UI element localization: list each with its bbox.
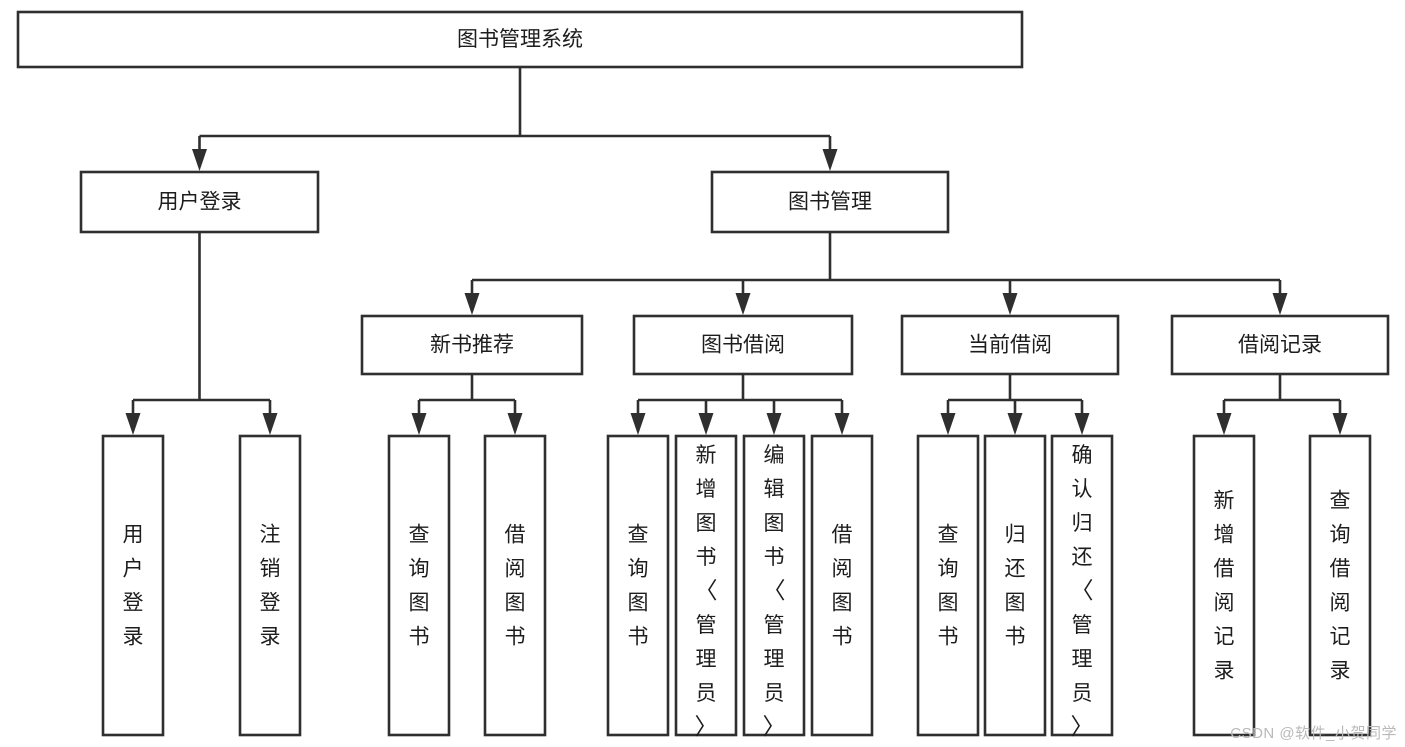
- node-borrow-book-2[interactable]: 借阅图书: [810, 434, 874, 737]
- node-box[interactable]: [387, 434, 451, 737]
- node-user-login-leaf[interactable]: 用户登录: [101, 434, 165, 737]
- node-box[interactable]: [742, 434, 806, 737]
- arrow-head-icon: [1074, 413, 1090, 435]
- node-label: 查询图书: [628, 524, 649, 649]
- node-box[interactable]: [1050, 434, 1114, 737]
- node-label: 图书管理: [788, 191, 872, 214]
- node-current-borrow[interactable]: 当前借阅: [900, 314, 1120, 376]
- node-box[interactable]: [360, 314, 584, 376]
- arrow-head-icon: [698, 413, 714, 435]
- node-root[interactable]: 图书管理系统: [16, 10, 1024, 69]
- node-box[interactable]: [1308, 434, 1372, 737]
- node-confirm-return-admin[interactable]: 确认归还〈管理员〉: [1050, 434, 1114, 739]
- node-query-book-2[interactable]: 查询图书: [606, 434, 670, 737]
- node-label: 借阅记录: [1238, 334, 1322, 357]
- arrow-head-icon: [1002, 293, 1018, 315]
- node-label: 图书管理系统: [457, 28, 583, 51]
- node-label: 用户登录: [158, 191, 242, 214]
- arrow-head-icon: [1272, 293, 1288, 315]
- node-box[interactable]: [674, 434, 738, 737]
- node-label: 新增图书〈管理员〉: [695, 444, 718, 739]
- node-query-book-1[interactable]: 查询图书: [387, 434, 451, 737]
- node-label: 借阅图书: [505, 524, 526, 649]
- node-box[interactable]: [79, 170, 320, 234]
- node-label: 借阅图书: [832, 524, 853, 649]
- arrow-head-icon: [192, 149, 207, 171]
- arrow-head-icon: [1216, 413, 1232, 435]
- node-box[interactable]: [483, 434, 547, 737]
- node-box[interactable]: [16, 10, 1024, 69]
- node-borrow-record[interactable]: 借阅记录: [1170, 314, 1390, 376]
- node-label: 图书借阅: [701, 334, 785, 357]
- node-box[interactable]: [710, 170, 950, 234]
- node-box[interactable]: [606, 434, 670, 737]
- node-book-manage[interactable]: 图书管理: [710, 170, 950, 234]
- arrow-head-icon: [125, 413, 141, 435]
- node-label: 当前借阅: [968, 334, 1052, 357]
- node-add-book-admin[interactable]: 新增图书〈管理员〉: [674, 434, 738, 739]
- connector-layer: [125, 67, 1348, 435]
- node-label: 查询图书: [409, 524, 430, 649]
- node-box[interactable]: [1192, 434, 1256, 737]
- node-label: 注销登录: [260, 524, 281, 649]
- node-label: 查询图书: [938, 524, 959, 649]
- arrow-head-icon: [262, 413, 278, 435]
- arrow-head-icon: [464, 293, 480, 315]
- arrow-head-icon: [411, 413, 427, 435]
- node-user-login[interactable]: 用户登录: [79, 170, 320, 234]
- node-label: 新增借阅记录: [1214, 490, 1235, 683]
- arrow-head-icon: [1332, 413, 1348, 435]
- node-box[interactable]: [632, 314, 854, 376]
- node-edit-book-admin[interactable]: 编辑图书〈管理员〉: [742, 434, 806, 739]
- node-box[interactable]: [101, 434, 165, 737]
- arrow-head-icon: [834, 413, 850, 435]
- node-label: 确认归还〈管理员〉: [1071, 444, 1094, 739]
- node-return-book[interactable]: 归还图书: [983, 434, 1047, 737]
- node-label: 归还图书: [1005, 524, 1026, 649]
- node-query-borrow-record[interactable]: 查询借阅记录: [1308, 434, 1372, 737]
- node-box[interactable]: [1170, 314, 1390, 376]
- arrow-head-icon: [940, 413, 956, 435]
- arrow-head-icon: [735, 293, 751, 315]
- arrow-head-icon: [1007, 413, 1023, 435]
- node-label: 新书推荐: [430, 334, 514, 357]
- node-box[interactable]: [900, 314, 1120, 376]
- node-book-borrow[interactable]: 图书借阅: [632, 314, 854, 376]
- arrow-head-icon: [630, 413, 646, 435]
- arrow-head-icon: [822, 149, 838, 171]
- node-layer: 图书管理系统用户登录图书管理新书推荐图书借阅当前借阅借阅记录用户登录注销登录查询…: [16, 10, 1390, 739]
- node-label: 用户登录: [123, 524, 144, 649]
- node-box[interactable]: [810, 434, 874, 737]
- node-add-borrow-record[interactable]: 新增借阅记录: [1192, 434, 1256, 737]
- arrow-head-icon: [507, 413, 523, 435]
- node-query-book-3[interactable]: 查询图书: [916, 434, 980, 737]
- node-box[interactable]: [983, 434, 1047, 737]
- node-box[interactable]: [916, 434, 980, 737]
- node-label: 编辑图书〈管理员〉: [763, 444, 786, 739]
- node-logout-leaf[interactable]: 注销登录: [238, 434, 302, 737]
- node-borrow-book-1[interactable]: 借阅图书: [483, 434, 547, 737]
- arrow-head-icon: [766, 413, 782, 435]
- node-label: 查询借阅记录: [1330, 490, 1351, 683]
- node-new-book-recommend[interactable]: 新书推荐: [360, 314, 584, 376]
- node-box[interactable]: [238, 434, 302, 737]
